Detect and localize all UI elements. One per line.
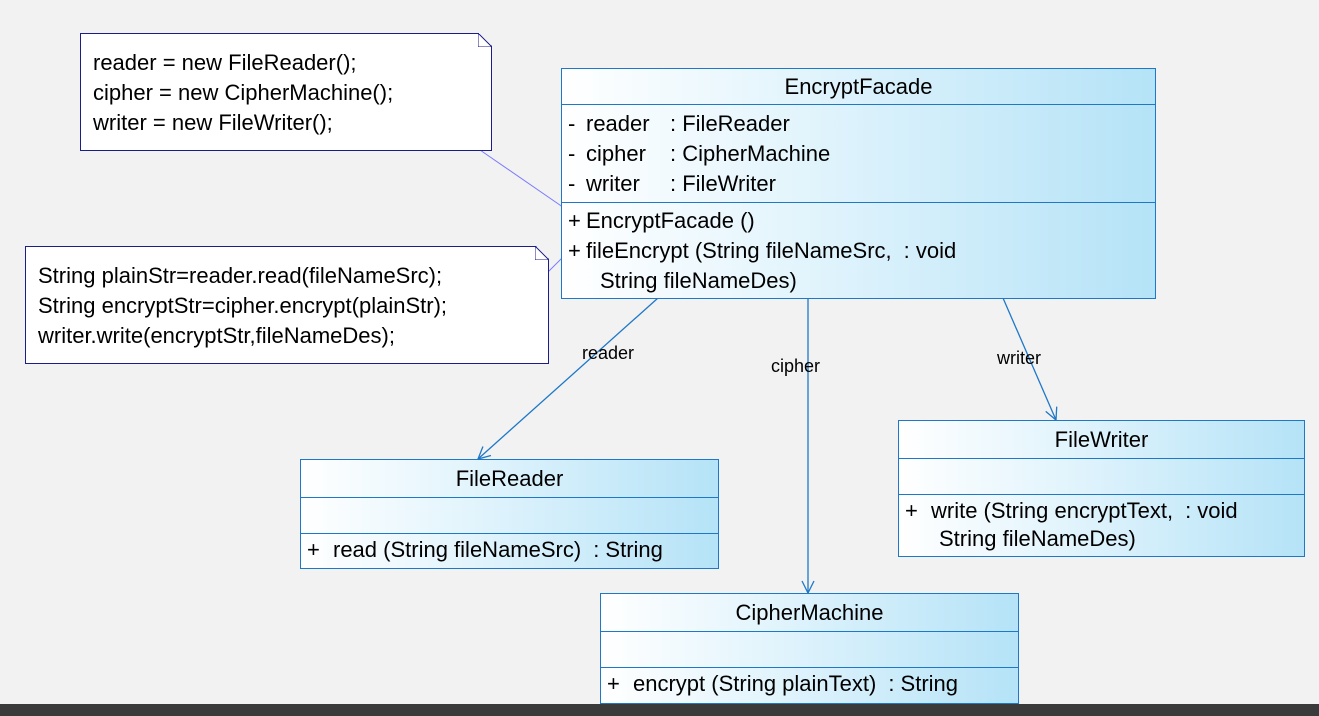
operation-row: + fileEncrypt (String fileNameSrc, : voi… bbox=[562, 236, 1155, 266]
visibility: - bbox=[568, 171, 576, 196]
class-name: CipherMachine bbox=[601, 594, 1018, 632]
association-writer bbox=[1002, 297, 1056, 420]
note-line: cipher = new CipherMachine(); bbox=[93, 80, 394, 105]
class-encrypt-facade[interactable]: EncryptFacade - reader : FileReader - ci… bbox=[561, 68, 1156, 299]
note-line: writer.write(encryptStr,fileNameDes); bbox=[38, 323, 395, 348]
operation-row: + EncryptFacade () bbox=[562, 206, 1155, 236]
class-cipher-machine[interactable]: CipherMachine + encrypt (String plainTex… bbox=[600, 593, 1019, 704]
note-constructor: reader = new FileReader(); cipher = new … bbox=[80, 33, 492, 151]
attribute-type: : CipherMachine bbox=[670, 141, 831, 166]
operation-row: + encrypt (String plainText) : String bbox=[601, 669, 1018, 699]
visibility: + bbox=[568, 208, 581, 233]
visibility: + bbox=[568, 238, 581, 263]
operation-signature: EncryptFacade () bbox=[586, 208, 755, 233]
note-line: String encryptStr=cipher.encrypt(plainSt… bbox=[38, 293, 448, 318]
note-line: String plainStr=reader.read(fileNameSrc)… bbox=[38, 263, 443, 288]
class-name: FileWriter bbox=[899, 421, 1304, 459]
class-attributes bbox=[301, 498, 718, 534]
visibility: + bbox=[607, 671, 620, 696]
class-operations: + read (String fileNameSrc) : String bbox=[301, 534, 718, 565]
class-name: FileReader bbox=[301, 460, 718, 498]
operation-row: + write (String encryptText, : void bbox=[899, 496, 1304, 526]
note-fold-icon bbox=[478, 33, 492, 47]
visibility: - bbox=[568, 141, 576, 166]
operation-continuation: String fileNameDes) bbox=[600, 268, 797, 293]
operation-return: : void bbox=[1185, 498, 1238, 523]
operation-row: + read (String fileNameSrc) : String bbox=[301, 535, 718, 565]
visibility: + bbox=[905, 498, 918, 523]
attribute-row: - reader : FileReader bbox=[562, 109, 1155, 139]
association-label-writer: writer bbox=[997, 348, 1041, 368]
attribute-type: : FileReader bbox=[670, 111, 790, 136]
note-link-1 bbox=[479, 149, 571, 213]
attribute-type: : FileWriter bbox=[670, 171, 776, 196]
visibility: + bbox=[307, 537, 320, 562]
attribute-name: writer bbox=[586, 171, 640, 196]
class-file-writer[interactable]: FileWriter + write (String encryptText, … bbox=[898, 420, 1305, 557]
operation-signature: encrypt (String plainText) bbox=[633, 671, 877, 696]
attribute-name: reader bbox=[586, 111, 650, 136]
class-operations: + encrypt (String plainText) : String bbox=[601, 668, 1018, 699]
association-label-reader: reader bbox=[582, 343, 635, 363]
bottom-bar bbox=[0, 704, 1319, 716]
operation-signature: fileEncrypt (String fileNameSrc, bbox=[586, 238, 892, 263]
association-reader bbox=[478, 297, 659, 459]
class-name: EncryptFacade bbox=[562, 69, 1155, 105]
operation-continuation: String fileNameDes) bbox=[939, 526, 1136, 551]
operation-return: : void bbox=[903, 238, 957, 263]
note-fold-icon bbox=[535, 246, 549, 260]
class-attributes bbox=[899, 459, 1304, 495]
class-operations: + write (String encryptText, : void Stri… bbox=[899, 495, 1304, 552]
attribute-row: - cipher : CipherMachine bbox=[562, 139, 1155, 169]
operation-signature: write (String encryptText, bbox=[931, 498, 1174, 523]
visibility: - bbox=[568, 111, 576, 136]
association-label-cipher: cipher bbox=[771, 356, 821, 376]
operation-return: : String bbox=[593, 537, 663, 562]
class-attributes bbox=[601, 632, 1018, 668]
class-attributes: - reader : FileReader - cipher : CipherM… bbox=[562, 105, 1155, 203]
class-operations: + EncryptFacade () + fileEncrypt (String… bbox=[562, 203, 1155, 296]
operation-signature: read (String fileNameSrc) bbox=[333, 537, 582, 562]
note-line: writer = new FileWriter(); bbox=[93, 110, 333, 135]
note-line: reader = new FileReader(); bbox=[93, 50, 357, 75]
attribute-row: - writer : FileWriter bbox=[562, 169, 1155, 199]
operation-return: : String bbox=[888, 671, 959, 696]
note-file-encrypt: String plainStr=reader.read(fileNameSrc)… bbox=[25, 246, 549, 364]
attribute-name: cipher bbox=[586, 141, 646, 166]
class-file-reader[interactable]: FileReader + read (String fileNameSrc) :… bbox=[300, 459, 719, 569]
